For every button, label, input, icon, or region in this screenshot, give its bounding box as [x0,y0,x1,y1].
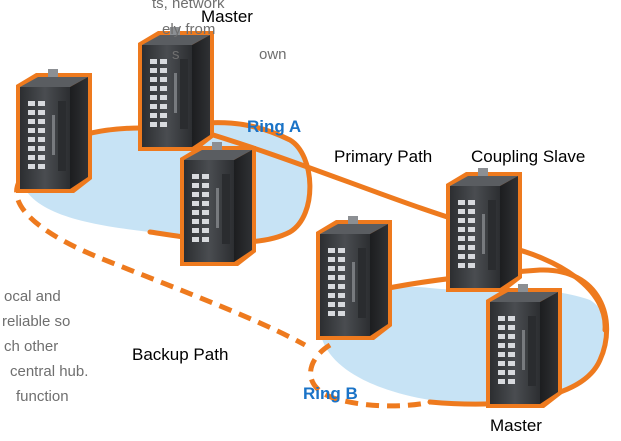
switch-ring-b-left [316,216,392,340]
master-top-label: Master [201,7,253,26]
caption-text-line: reliable so [2,313,71,330]
switch-ring-a-left [16,69,92,193]
caption-text-line: ely from [162,21,216,38]
caption-text-line: central hub. [10,363,89,380]
backup-path-label: Backup Path [132,345,229,364]
switch-ring-a-right [180,142,256,266]
ring-a-label: Ring A [247,117,302,136]
switch-master-bottom [486,284,562,408]
master-bottom-label: Master [490,416,542,435]
backup-path-link-lower [308,342,431,409]
switch-coupling-slave [446,168,522,292]
ring-b-label: Ring B [303,384,358,403]
caption-text-line: own [259,46,287,63]
backup-path-link [14,178,307,348]
coupling-slave-label: Coupling Slave [471,147,586,166]
caption-text-line: ocal and [4,288,61,305]
caption-text-line: s [172,46,180,63]
caption-text-line: ch other [4,338,59,355]
caption-text-line: function [16,388,69,405]
caption-text-line: ts, network [152,0,225,12]
primary-path-label: Primary Path [334,147,433,166]
